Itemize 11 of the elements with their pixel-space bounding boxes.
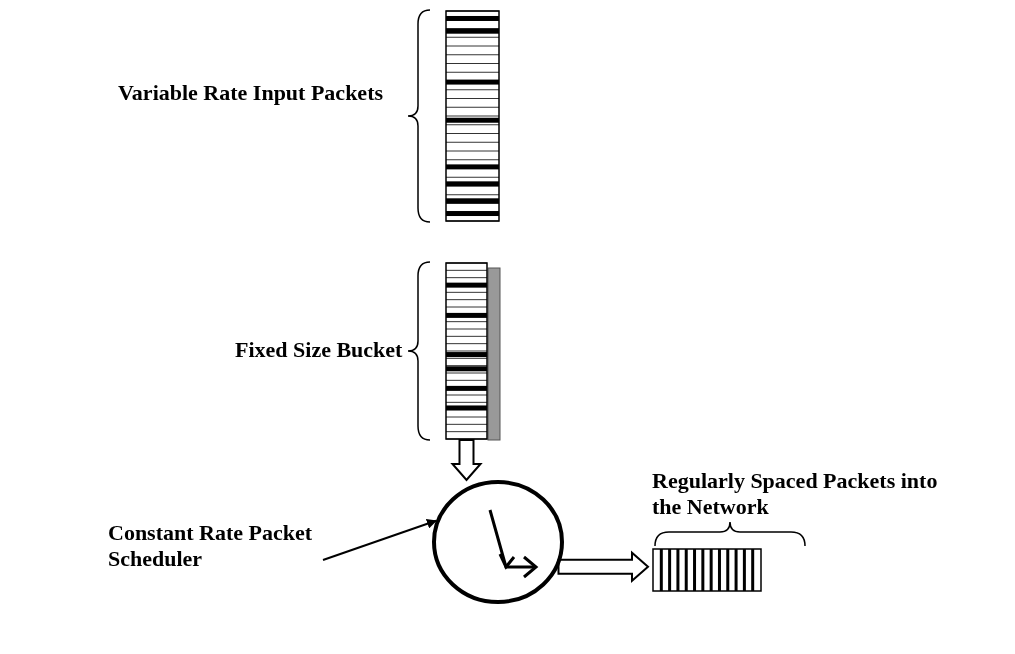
caption-text: Variable Rate Input Packets — [118, 80, 385, 106]
bucket-drawing — [445, 262, 500, 440]
caption-text: Regularly Spaced Packets into the Network — [652, 468, 939, 520]
label-text: Constant Rate Packet Scheduler — [108, 520, 348, 572]
packet-sequence-drawing — [652, 548, 762, 592]
block-arrow — [450, 439, 483, 482]
caption-text: Fixed Size Bucket — [235, 337, 404, 363]
scheduler-clock-drawing — [432, 480, 564, 604]
packet-stack-drawing — [445, 10, 500, 222]
block-arrow — [557, 550, 650, 583]
leader-line — [322, 518, 437, 561]
